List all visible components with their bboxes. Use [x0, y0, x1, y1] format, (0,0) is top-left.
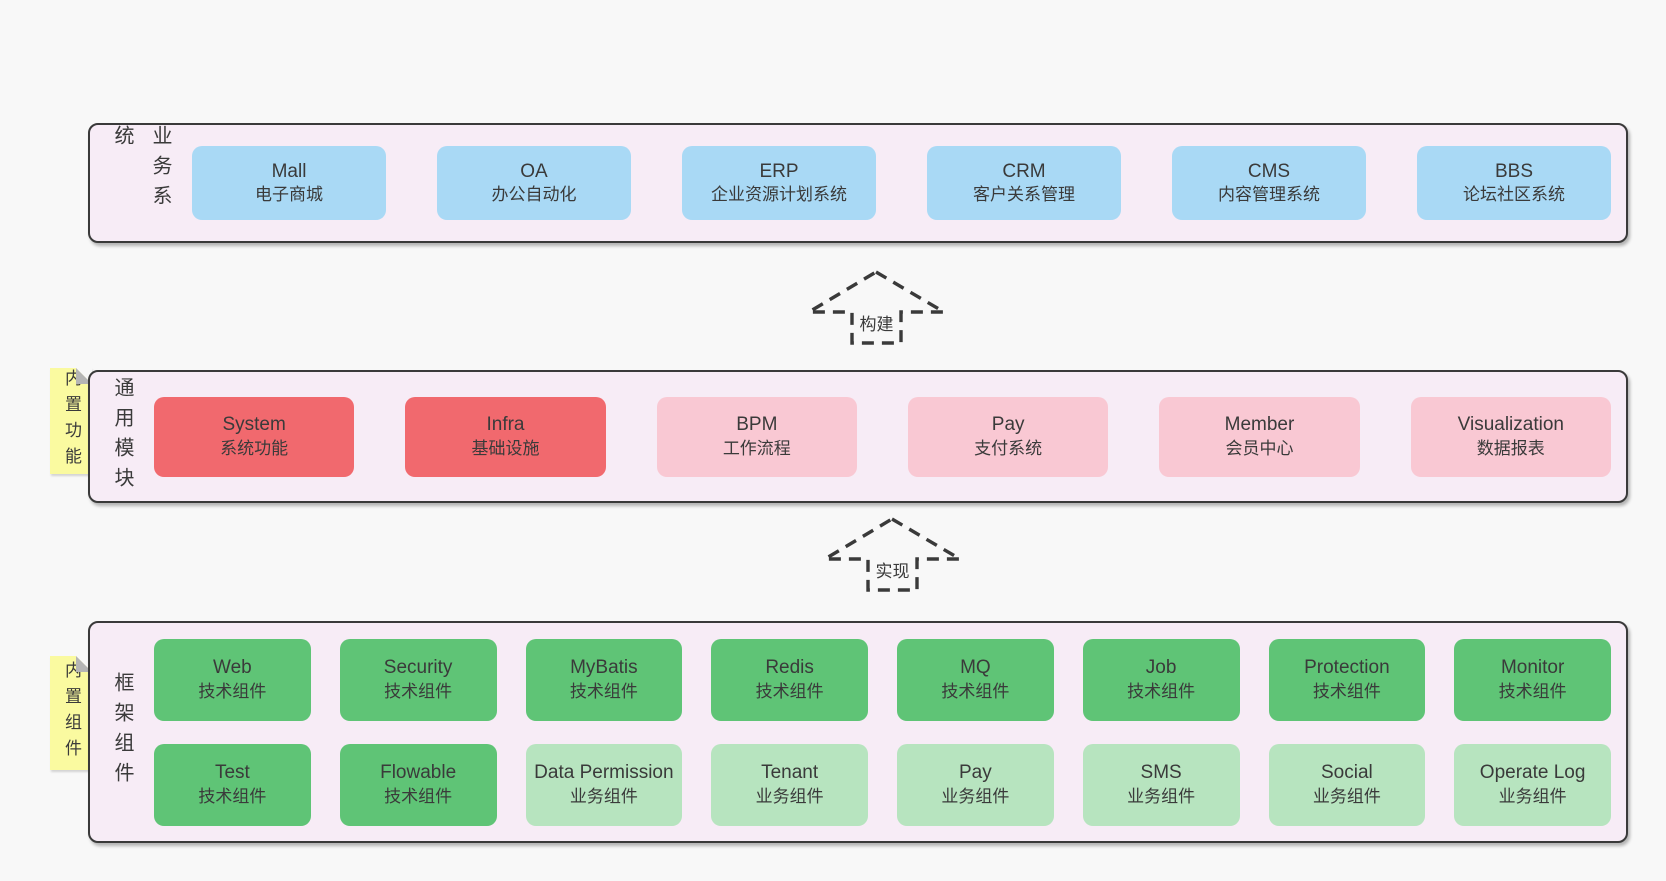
node-test: Test 技术组件: [154, 743, 311, 826]
node-flowable: Flowable 技术组件: [339, 743, 497, 826]
node-visualization: Visualization 数据报表: [1410, 396, 1611, 477]
node-pay-module: Pay 支付系统: [907, 396, 1109, 477]
node-web: Web 技术组件: [154, 638, 311, 721]
panel-common-modules: 通用模块 System 系统功能 Infra 基础设施 BPM 工作流程 Pay…: [88, 370, 1628, 503]
business-components-row: Test 技术组件 Flowable 技术组件 Data Permission …: [154, 743, 1611, 826]
arrow-implement: 实现: [822, 516, 963, 594]
node-cms: CMS 内容管理系统: [1172, 146, 1366, 220]
node-sms: SMS 业务组件: [1082, 743, 1240, 826]
node-oa: OA 办公自动化: [437, 146, 631, 220]
node-mq: MQ 技术组件: [897, 638, 1054, 721]
node-mall: Mall 电子商城: [192, 146, 386, 220]
panel-label-framework-components: 框架组件: [111, 672, 133, 792]
sticky-note-built-in-components: 内置组件: [50, 656, 92, 770]
node-mybatis: MyBatis 技术组件: [525, 638, 683, 721]
tech-components-row: Web 技术组件 Security 技术组件 MyBatis 技术组件 Redi…: [154, 638, 1611, 721]
common-modules-row: System 系统功能 Infra 基础设施 BPM 工作流程 Pay 支付系统…: [141, 372, 1626, 501]
node-member: Member 会员中心: [1159, 396, 1360, 477]
node-pay-component: Pay 业务组件: [897, 743, 1054, 826]
node-job: Job 技术组件: [1082, 638, 1240, 721]
node-infra: Infra 基础设施: [405, 396, 606, 477]
node-system: System 系统功能: [154, 396, 355, 477]
node-bbs: BBS 论坛社区系统: [1417, 146, 1611, 220]
business-systems-row: Mall 电子商城 OA 办公自动化 ERP 企业资源计划系统 CRM 客户关系…: [179, 125, 1626, 241]
panel-label-business-systems: 业务系统: [111, 125, 171, 215]
node-protection: Protection 技术组件: [1268, 638, 1426, 721]
node-security: Security 技术组件: [339, 638, 497, 721]
node-crm: CRM 客户关系管理: [927, 146, 1121, 220]
panel-framework-components: 框架组件 Web 技术组件 Security 技术组件 MyBatis 技术组件…: [88, 621, 1628, 843]
sticky-note-built-in-features: 内置功能: [50, 368, 92, 474]
node-erp: ERP 企业资源计划系统: [682, 146, 876, 220]
node-data-permission: Data Permission 业务组件: [525, 743, 683, 826]
arrow-build: 构建: [806, 269, 947, 347]
node-redis: Redis 技术组件: [711, 638, 868, 721]
node-tenant: Tenant 业务组件: [711, 743, 868, 826]
node-social: Social 业务组件: [1268, 743, 1426, 826]
panel-label-common-modules: 通用模块: [111, 376, 133, 497]
dashed-up-arrow-icon: [822, 517, 963, 592]
node-operate-log: Operate Log 业务组件: [1454, 743, 1611, 826]
arrow-build-label: 构建: [856, 310, 897, 335]
panel-business-systems: 业务系统 Mall 电子商城 OA 办公自动化 ERP 企业资源计划系统 CRM…: [88, 123, 1628, 243]
framework-components-rows: Web 技术组件 Security 技术组件 MyBatis 技术组件 Redi…: [141, 623, 1626, 841]
dashed-up-arrow-icon: [806, 270, 947, 345]
node-bpm: BPM 工作流程: [656, 396, 857, 477]
node-monitor: Monitor 技术组件: [1454, 638, 1611, 721]
arrow-implement-label: 实现: [872, 557, 913, 582]
